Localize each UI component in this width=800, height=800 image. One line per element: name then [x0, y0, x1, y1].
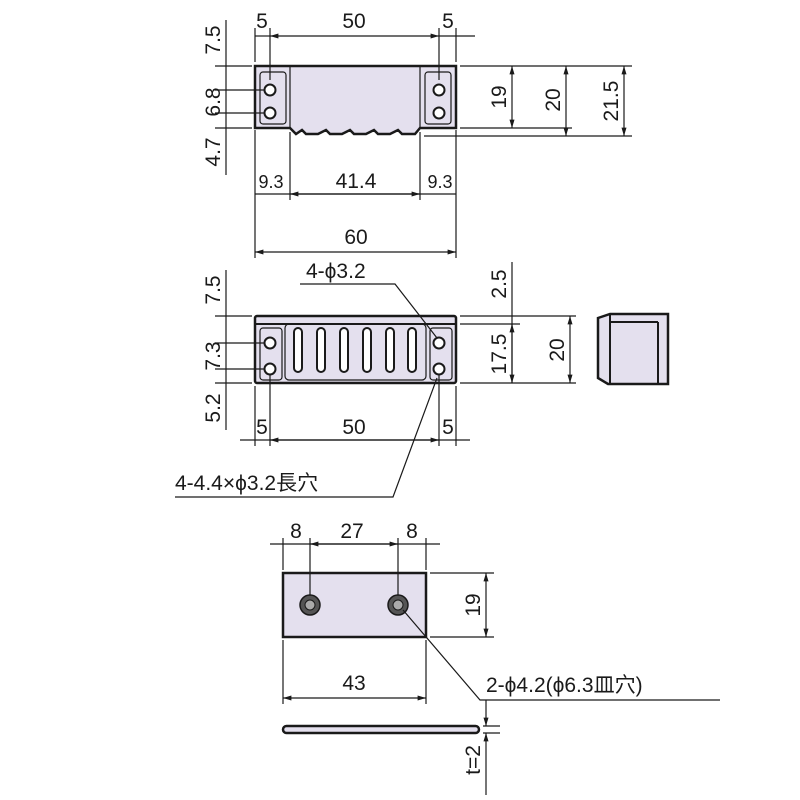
dim-top-5-right: 5	[442, 10, 454, 33]
top-view-mount-holes	[263, 83, 446, 120]
note-plate-holes: 2-ϕ4.2(ϕ6.3皿穴)	[486, 674, 643, 697]
dim-top-7-5: 7.5	[202, 25, 225, 54]
plate-countersunk-holes	[299, 594, 409, 616]
hole-icon	[432, 83, 446, 97]
dim-plate-43: 43	[342, 672, 365, 695]
hole-icon	[432, 106, 446, 120]
dim-top-9-3-left: 9.3	[258, 172, 283, 192]
dim-front-5-right: 5	[442, 416, 454, 439]
slot-icon	[385, 327, 395, 373]
dim-top-50: 50	[342, 10, 365, 33]
front-view-body	[253, 314, 458, 385]
hole-icon	[432, 336, 446, 350]
dim-front-7-5: 7.5	[202, 275, 225, 304]
plate-view: 8 27 8 19 43 2-ϕ4.2(ϕ6.3皿穴) t=2	[270, 520, 720, 795]
dim-front-17-5: 17.5	[488, 334, 511, 375]
dim-top-5-left: 5	[256, 10, 268, 33]
dim-top-21-5: 21.5	[600, 81, 623, 122]
dim-top-6-8: 6.8	[202, 87, 225, 116]
dim-top-60: 60	[344, 226, 367, 249]
top-view: 5 50 5 7.5 6.8 4.7 19 20 21.5 9.3 41.4 9…	[202, 10, 632, 258]
dim-front-5-left: 5	[256, 416, 268, 439]
top-view-body	[253, 64, 458, 136]
hole-icon	[263, 83, 277, 97]
front-view: 4-ϕ3.2 7.5 7.3 5.2 2.5 17.5 20 5 50 5 4-…	[175, 260, 576, 498]
dim-top-19: 19	[488, 85, 511, 108]
note-front-slots: 4-4.4×ϕ3.2長穴	[175, 472, 318, 495]
dim-front-20: 20	[546, 338, 569, 361]
dim-top-20: 20	[542, 88, 565, 111]
dim-plate-8-right: 8	[406, 520, 418, 543]
plate-edge-view	[281, 724, 481, 735]
hole-icon	[263, 336, 277, 350]
dim-top-9-3-right: 9.3	[427, 172, 452, 192]
note-front-holes: 4-ϕ3.2	[306, 260, 366, 283]
front-view-slots	[293, 327, 417, 373]
hole-icon	[263, 106, 277, 120]
slot-icon	[407, 327, 417, 373]
slot-icon	[339, 327, 349, 373]
side-view	[596, 312, 670, 386]
dim-top-41-4: 41.4	[336, 170, 377, 193]
dim-plate-thickness: t=2	[462, 745, 485, 775]
hole-icon	[432, 362, 446, 376]
dim-plate-27: 27	[340, 520, 363, 543]
dim-front-5-2: 5.2	[202, 393, 225, 422]
dim-front-2-5: 2.5	[488, 269, 511, 298]
dim-plate-8-left: 8	[290, 520, 302, 543]
dim-plate-19: 19	[462, 593, 485, 616]
dim-front-7-3: 7.3	[202, 341, 225, 370]
dim-top-4-7: 4.7	[202, 137, 225, 166]
front-view-mount-holes	[263, 336, 446, 376]
dim-front-50: 50	[342, 416, 365, 439]
hole-icon	[263, 362, 277, 376]
slot-icon	[293, 327, 303, 373]
slot-icon	[316, 327, 326, 373]
slot-icon	[362, 327, 372, 373]
